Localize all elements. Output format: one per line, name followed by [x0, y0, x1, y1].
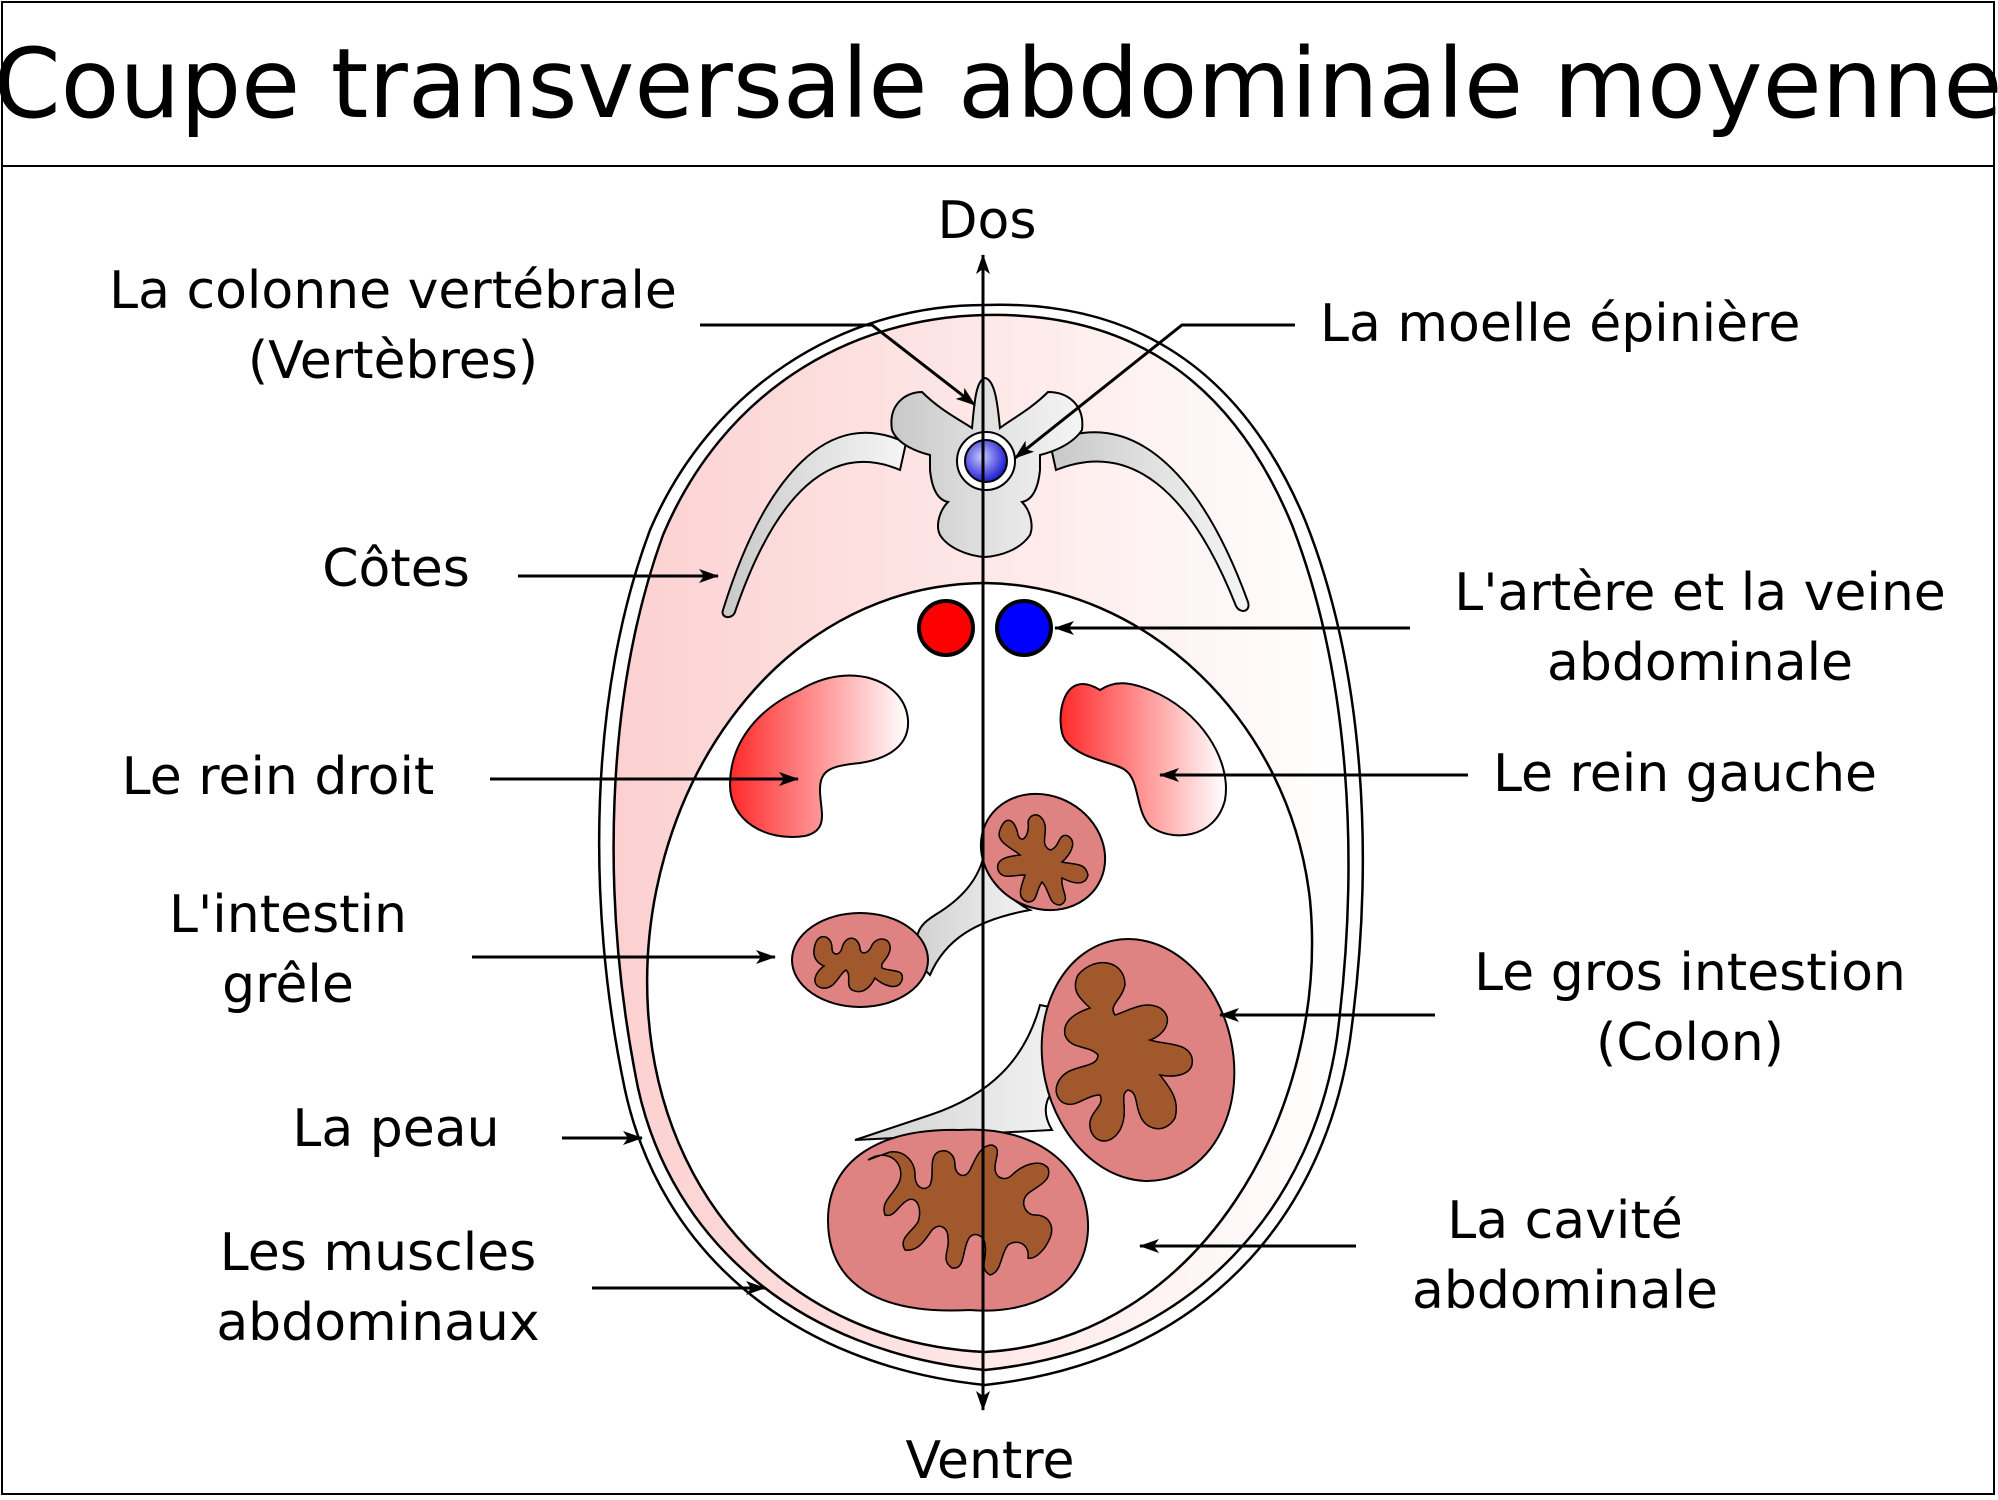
- label-peau: La peau: [292, 1099, 499, 1159]
- small-intestine-loop-left: [791, 912, 929, 1008]
- rib-right: [721, 431, 908, 618]
- label-dos: Dos: [938, 191, 1037, 251]
- label-artere-line2: abdominale: [1547, 633, 1853, 693]
- label-gros-intestin-line1: Le gros intestion: [1474, 943, 1906, 1003]
- mesentery-lower: [854, 1003, 1072, 1141]
- aorta: [917, 599, 975, 657]
- colon-transverse: [826, 1128, 1090, 1312]
- label-ventre: Ventre: [905, 1431, 1074, 1491]
- title-bar: Coupe transversale abdominale moyenne: [0, 3, 1998, 167]
- label-colonne-line1: La colonne vertébrale: [109, 261, 677, 321]
- spinal-cord: [964, 439, 1008, 483]
- label-intestin-line2: grêle: [222, 955, 354, 1015]
- label-rein-droit: Le rein droit: [122, 747, 435, 807]
- small-intestine-loop-upper: [979, 792, 1107, 912]
- leader-moelle: [1014, 323, 1295, 460]
- label-rein-gauche: Le rein gauche: [1493, 744, 1877, 804]
- rib-left: [1048, 431, 1250, 612]
- leader-colonne: [700, 323, 976, 407]
- kidney-left: [1059, 682, 1227, 837]
- diagram-title: Coupe transversale abdominale moyenne: [0, 28, 1998, 140]
- label-artere-line1: L'artère et la veine: [1454, 563, 1946, 623]
- label-intestin-line1: L'intestin: [169, 885, 407, 945]
- colon-ascending: [1040, 938, 1236, 1182]
- label-muscles-line1: Les muscles: [220, 1223, 537, 1283]
- label-colonne-line2: (Vertèbres): [248, 331, 538, 391]
- vena-cava: [995, 599, 1053, 657]
- label-cotes: Côtes: [322, 539, 470, 599]
- label-muscles-line2: abdominaux: [216, 1293, 539, 1353]
- label-cavite-line1: La cavité: [1447, 1191, 1682, 1251]
- label-gros-intestin-line2: (Colon): [1596, 1013, 1784, 1073]
- label-moelle: La moelle épinière: [1320, 294, 1800, 354]
- label-cavite-line2: abdominale: [1412, 1261, 1718, 1321]
